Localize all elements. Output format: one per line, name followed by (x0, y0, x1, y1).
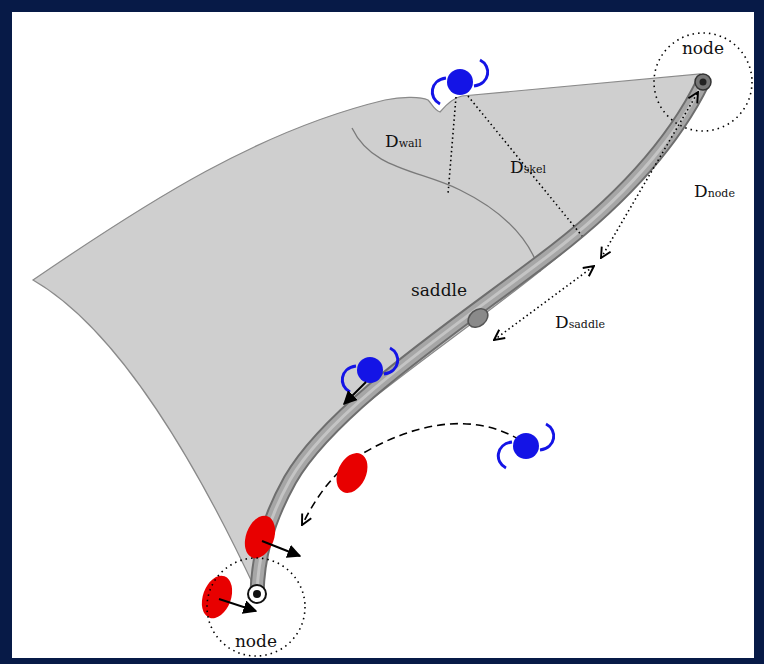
wall-contour (352, 128, 540, 272)
filament-outline (257, 82, 703, 594)
wall-distance-line (448, 97, 456, 194)
filament-highlight (257, 82, 703, 594)
spiral-galaxy (432, 60, 487, 104)
skeleton-distance-line (468, 96, 582, 236)
distance-label: Dwall (385, 130, 422, 152)
node-distance-arrow (601, 92, 698, 258)
node-core (253, 590, 261, 598)
node-label: node (235, 631, 277, 651)
distance-label: Dsaddle (555, 311, 605, 333)
infall-path (302, 424, 520, 525)
node-core (700, 79, 707, 86)
alignment-arrow (219, 599, 256, 611)
filament (257, 82, 703, 594)
saddle-label: saddle (411, 279, 467, 301)
spiral-galaxy (342, 348, 397, 392)
alignment-arrow (262, 541, 300, 556)
node-label: node (682, 38, 724, 58)
saddle-point (464, 305, 491, 331)
elliptical-galaxy (239, 512, 280, 563)
spiral-galaxy (498, 424, 553, 468)
node-point (248, 585, 266, 603)
node-region: node (653, 32, 753, 132)
node-region: node (206, 557, 306, 657)
node-point (695, 74, 711, 90)
wall-sheet (33, 74, 700, 595)
distance-label: Dnode (694, 180, 735, 202)
elliptical-galaxy (196, 572, 237, 623)
motion-arrow (344, 382, 366, 404)
distance-label: Dskel (510, 156, 546, 178)
elliptical-galaxy (330, 448, 373, 498)
